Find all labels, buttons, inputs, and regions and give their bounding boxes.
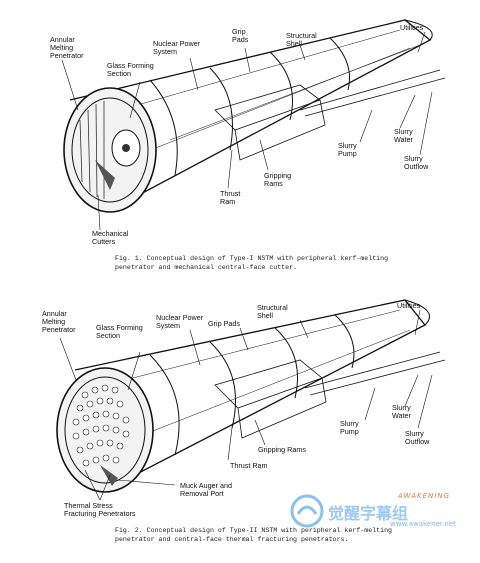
front-face-fig2 (56, 367, 154, 493)
label-annular-melting-penetrator-2: Annular Melting Penetrator (42, 309, 76, 334)
watermark-chinese: 觉醒字幕组 (328, 504, 409, 523)
figure-1-drawing (61, 19, 446, 231)
label-grip-pads: Grip Pads (232, 27, 249, 44)
label-nuclear-power-system: Nuclear Power System (153, 39, 201, 56)
label-slurry-water: Slurry Water (394, 127, 413, 144)
label-utilities-2: Utilities (397, 301, 421, 310)
figure-2-drawing (56, 299, 446, 501)
label-slurry-outflow-2: Slurry Outflow (405, 429, 430, 446)
watermark-url: www.awakener.net (390, 520, 456, 528)
label-glass-forming-section: Glass Forming Section (107, 61, 154, 78)
label-structural-shell-2: Structural Shell (257, 303, 288, 320)
label-thrust-ram: Thrust Ram (220, 189, 241, 206)
label-mechanical-cutters: Mechanical Cutters (92, 229, 129, 246)
label-nuclear-power-system-2: Nuclear Power System (156, 313, 204, 330)
label-slurry-pump: Slurry Pump (338, 141, 357, 158)
label-slurry-pump-2: Slurry Pump (340, 419, 359, 436)
figure-2: Annular Melting Penetrator Glass Forming… (0, 280, 480, 563)
label-thrust-ram-2: Thrust Ram (230, 461, 268, 470)
label-glass-forming-section-2: Glass Forming Section (96, 323, 143, 340)
caption-figure-1: Fig. 1. Conceptual design of Type-I NSTM… (115, 255, 389, 271)
label-muck-auger: Muck Auger and Removal Port (180, 481, 232, 498)
label-structural-shell: Structural Shell (286, 31, 317, 48)
label-annular-melting-penetrator: Annular Melting Penetrator (50, 35, 84, 60)
watermark: AWAKENING 觉醒字幕组 www.awakener.net (290, 492, 475, 532)
label-grip-pads-2: Grip Pads (208, 319, 240, 328)
watermark-brand: AWAKENING (398, 492, 451, 500)
label-slurry-outflow: Slurry Outflow (404, 154, 429, 171)
label-gripping-rams-2: Gripping Rams (258, 445, 306, 454)
label-utilities: Utilities (400, 23, 424, 32)
caption-figure-2: Fig. 2. Conceptual design of Type-II NST… (115, 527, 392, 543)
watermark-logo-icon (290, 494, 324, 528)
figure-1: Annular Melting Penetrator Glass Forming… (0, 0, 480, 280)
label-slurry-water-2: Slurry Water (392, 403, 411, 420)
label-thermal-stress: Thermal Stress Fracturing Penetrators (64, 501, 136, 518)
front-face-fig1 (63, 87, 157, 213)
label-gripping-rams: Gripping Rams (264, 171, 292, 188)
